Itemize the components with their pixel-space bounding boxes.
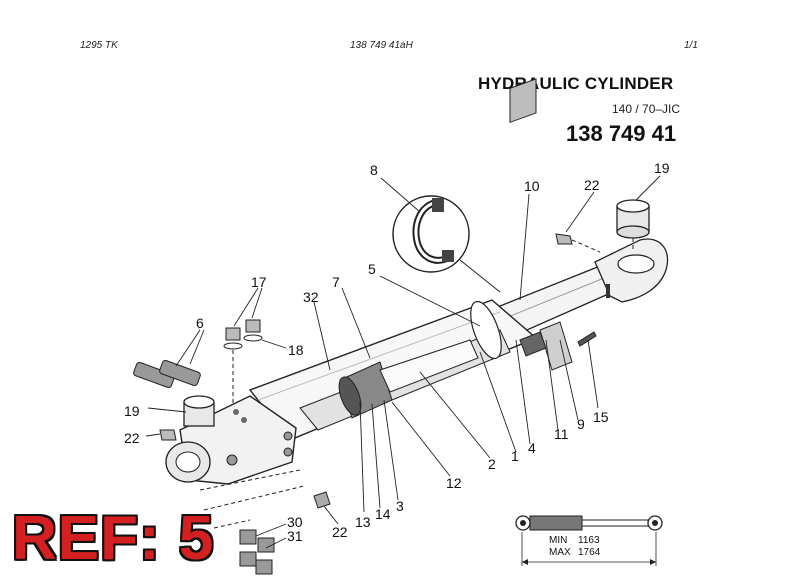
callout-19-left: 19 (124, 403, 140, 419)
callout-8: 8 (370, 162, 378, 178)
leader-lines (145, 175, 661, 549)
dimension-min-value: 1163 (578, 535, 600, 546)
dimension-max-label: MAX (549, 547, 571, 558)
callout-31: 31 (287, 528, 303, 544)
callout-10: 10 (524, 178, 540, 194)
callout-7: 7 (332, 274, 340, 290)
callout-2: 2 (488, 456, 496, 472)
callout-4: 4 (528, 440, 536, 456)
callout-18: 18 (288, 342, 304, 358)
grease-nipple-top (555, 233, 601, 253)
callout-6: 6 (196, 315, 204, 331)
header-page-number: 1/1 (684, 40, 698, 51)
callout-9: 9 (577, 416, 585, 432)
header-document-id: 138 749 41aH (350, 40, 413, 51)
callout-5: 5 (368, 261, 376, 277)
cylinder-barrel (248, 78, 597, 441)
dimension-min-label: MIN (549, 535, 567, 546)
part-number: 138 749 41 (566, 121, 677, 146)
diagram-subtitle: 140 / 70–JIC (612, 102, 681, 116)
callout-12: 12 (446, 475, 462, 491)
grease-nipple-left (159, 429, 177, 441)
callout-22-bottom: 22 (332, 524, 348, 540)
seal-detail-circle (392, 195, 501, 293)
dimension-max-value: 1764 (578, 547, 601, 558)
header-left-code: 1295 TK (80, 40, 118, 51)
callout-17: 17 (251, 274, 267, 290)
callout-14: 14 (375, 506, 391, 522)
length-dimension-sketch (515, 515, 663, 566)
bushing-left (183, 395, 215, 427)
callout-11: 11 (554, 426, 569, 442)
callout-32: 32 (303, 289, 319, 305)
bushing-top (616, 199, 650, 252)
lower-fittings (199, 469, 331, 575)
callout-3: 3 (396, 498, 404, 514)
callout-22-top: 22 (584, 177, 600, 193)
callout-22-left: 22 (124, 430, 140, 446)
callout-1: 1 (511, 448, 519, 464)
callout-15: 15 (593, 409, 609, 425)
callout-19-top: 19 (654, 160, 670, 176)
callout-30: 30 (287, 514, 303, 530)
ref-label: REF: 5 (12, 504, 215, 573)
hydraulic-fittings (133, 359, 201, 389)
plugs-and-washers (223, 319, 263, 406)
callout-13: 13 (355, 514, 371, 530)
